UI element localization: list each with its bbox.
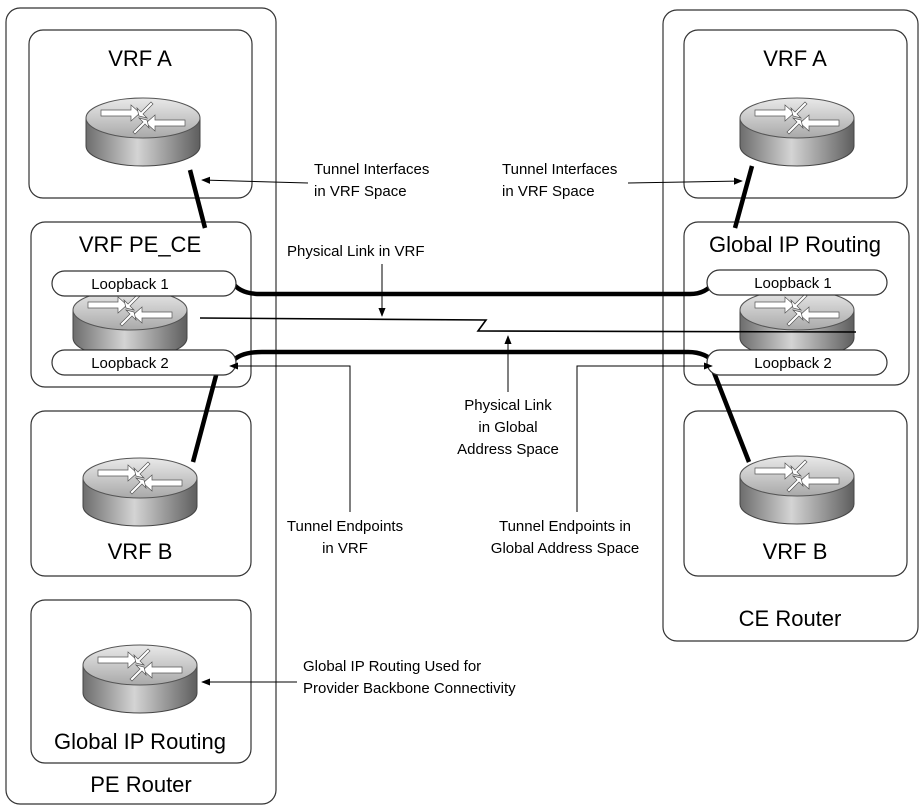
tunnel-endpoints-vrf-line2: in VRF [322,540,368,557]
ce-tunnel-interface-a [732,165,755,229]
pe-loopback2-label: Loopback 2 [91,355,169,372]
tunnel-interfaces-left-line1: Tunnel Interfaces [314,161,429,178]
pe-global-routing-title: Global IP Routing [54,729,226,754]
global-routing-note-line1: Global IP Routing Used for [303,658,481,675]
arrow-tunnel-interfaces-right [627,177,743,185]
tunnel-interfaces-right-line1: Tunnel Interfaces [502,161,617,178]
pe-loopback1-pill [51,270,237,297]
router-icon [72,289,188,359]
router-icon [82,644,198,714]
tunnel-endpoints-vrf-line1: Tunnel Endpoints [287,518,403,535]
ce-loopback2-label: Loopback 2 [754,355,832,372]
global-routing-note-line2: Provider Backbone Connectivity [303,680,516,697]
ce-vrf-a-title: VRF A [763,46,827,71]
tunnel-interfaces-right-line2: in VRF Space [502,183,595,200]
pe-router-label: PE Router [90,772,192,797]
pe-vrf-pe-ce-title: VRF PE_CE [79,232,201,257]
leader-tunnel-endpoints-vrf [229,362,351,512]
pe-vrf-b-title: VRF B [108,539,173,564]
physical-link-global-line1: Physical Link [464,397,552,414]
ce-loopback1-pill [706,269,888,296]
physical-link-global-line3: Address Space [457,441,559,458]
ce-loopback1-label: Loopback 1 [754,275,832,292]
router-icon [85,97,201,167]
physical-link-global-line2: in Global [478,419,537,436]
pe-tunnel-interface-a [187,169,208,229]
router-icon [739,289,855,359]
ce-vrf-b-title: VRF B [763,539,828,564]
tunnel-line-loopback1 [230,280,716,297]
pe-vrf-a-title: VRF A [108,46,172,71]
physical-link-vrf-line [199,317,857,333]
ce-tunnel-interface-b [710,369,752,463]
physical-link-vrf-label: Physical Link in VRF [287,243,425,260]
tunnel-line-loopback2 [230,349,718,366]
router-icon [739,97,855,167]
pe-loopback1-label: Loopback 1 [91,276,169,293]
arrow-tunnel-interfaces-left [201,176,309,184]
ce-router-label: CE Router [739,606,842,631]
tunnel-interfaces-left-line2: in VRF Space [314,183,407,200]
leader-tunnel-endpoints-global [576,362,713,512]
ce-global-routing-title: Global IP Routing [709,232,881,257]
tunnel-endpoints-global-line2: Global Address Space [491,540,639,557]
router-icon [82,457,198,527]
tunnel-endpoints-global-line1: Tunnel Endpoints in [499,518,631,535]
pe-tunnel-interface-b [190,367,221,463]
router-icon [739,455,855,525]
